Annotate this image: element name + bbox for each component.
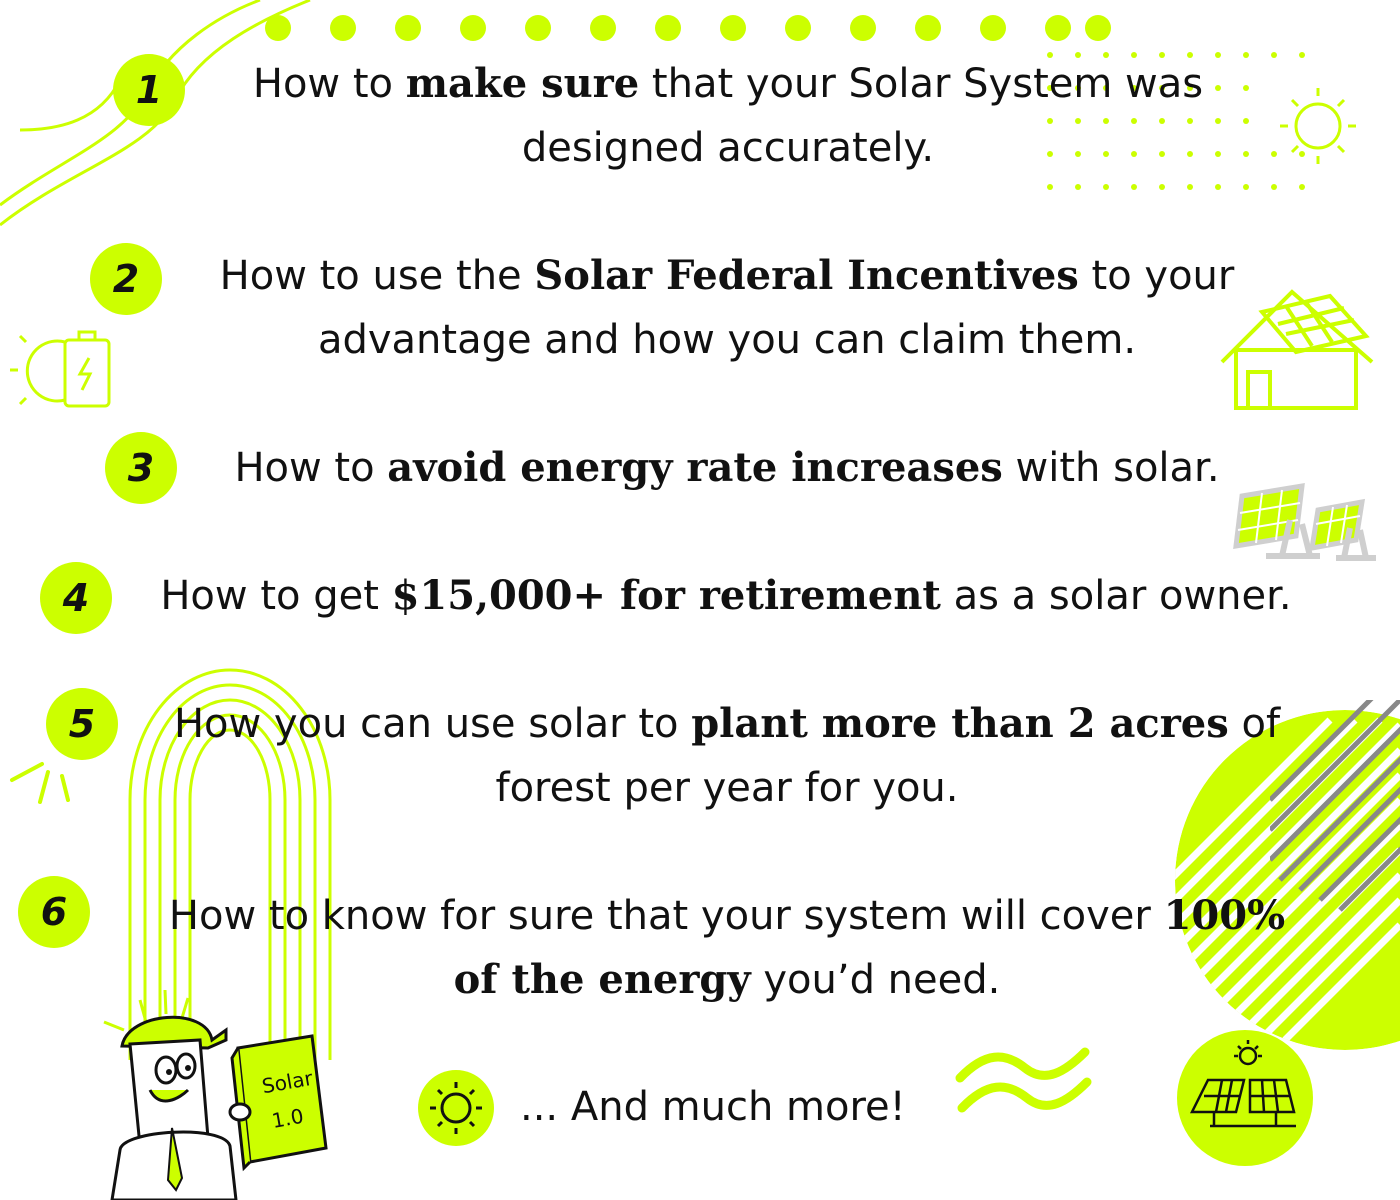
mascot-illustration: Solar 1.0 (103, 989, 328, 1200)
item-text: as a solar owner. (940, 573, 1292, 619)
badge-number: 5 (46, 688, 118, 760)
house-solar-icon (1220, 289, 1374, 410)
item-bold-text: avoid energy rate increases (387, 444, 1003, 491)
item-bold-text: plant more than 2 acres (691, 700, 1229, 747)
item-text: advantage and how you can claim them. (317, 317, 1137, 363)
benefit-item: How to know for sure that your system wi… (108, 884, 1346, 1012)
item-text: How to (234, 445, 388, 491)
item-line: How you can use solar to plant more than… (134, 692, 1320, 756)
spark-lines (10, 762, 70, 804)
solar-panel-circle-icon (1177, 1030, 1313, 1166)
benefit-item: How to get $15,000+ for retirement as a … (128, 564, 1324, 628)
item-bold-text: make sure (405, 60, 640, 107)
dot-grid (1047, 52, 1305, 190)
badge-number: 6 (18, 876, 90, 948)
grey-diagonals (1270, 700, 1400, 912)
benefit-item: How to make sure that your Solar System … (200, 52, 1256, 180)
benefit-item: How to avoid energy rate increases with … (194, 436, 1260, 500)
top-dots (265, 15, 1111, 41)
and-much-more-text: ... And much more! (520, 1084, 906, 1130)
item-text: forest per year for you. (495, 765, 959, 811)
badge-number: 1 (113, 54, 185, 126)
wavy-lines (955, 1047, 1092, 1113)
item-line: How to use the Solar Federal Incentives … (180, 244, 1274, 308)
item-line: forest per year for you. (134, 756, 1320, 820)
sun-icon (418, 1070, 494, 1146)
item-line: How to avoid energy rate increases with … (194, 436, 1260, 500)
item-text: How to know for sure that your system wi… (168, 893, 1164, 939)
solar-panels-icon (1233, 482, 1376, 561)
book-title-line2: 1.0 (270, 1104, 305, 1133)
item-line: How to know for sure that your system wi… (108, 884, 1346, 948)
benefit-item: How to use the Solar Federal Incentives … (180, 244, 1274, 372)
item-line: How to get $15,000+ for retirement as a … (128, 564, 1324, 628)
item-text: that your Solar System was (639, 61, 1204, 107)
item-text: to your (1078, 253, 1235, 299)
item-text: How to use the (219, 253, 535, 299)
item-bold-text: Solar Federal Incentives (534, 252, 1079, 299)
item-line: How to make sure that your Solar System … (200, 52, 1256, 116)
item-text: How to (252, 61, 406, 107)
badge-number: 2 (90, 243, 162, 315)
item-line: designed accurately. (200, 116, 1256, 180)
item-bold-text: 100% (1163, 892, 1286, 939)
benefit-item: How you can use solar to plant more than… (134, 692, 1320, 820)
item-bold-text: $15,000+ for retirement (391, 572, 941, 619)
item-text: designed accurately. (521, 125, 935, 171)
item-line: advantage and how you can claim them. (180, 308, 1274, 372)
item-text: of (1228, 701, 1281, 747)
arch-lines (128, 668, 332, 1060)
item-bold-text: of the energy (453, 956, 751, 1003)
item-line: of the energy you’d need. (108, 948, 1346, 1012)
item-text: you’d need. (750, 957, 1001, 1003)
item-text: How you can use solar to (173, 701, 692, 747)
item-text: How to get (160, 573, 392, 619)
item-text: with solar. (1002, 445, 1220, 491)
battery-icon (10, 330, 111, 408)
badge-number: 3 (105, 432, 177, 504)
badge-number: 4 (40, 562, 112, 634)
sun-icon (1280, 88, 1356, 164)
